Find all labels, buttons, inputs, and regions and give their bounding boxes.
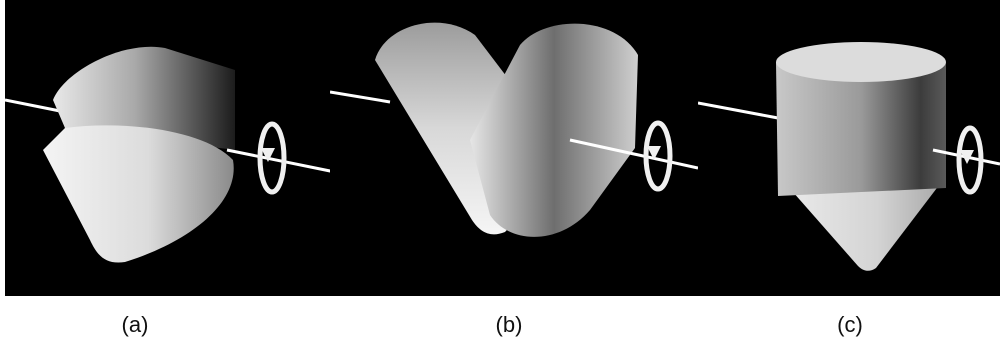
axis-line-left bbox=[330, 92, 390, 102]
cylinder-body bbox=[776, 62, 946, 196]
cone-part bbox=[43, 125, 234, 262]
panel-b-drawing bbox=[330, 0, 698, 296]
panel-c bbox=[698, 0, 1000, 296]
panel-c-drawing bbox=[698, 0, 1000, 296]
right-tilted-cylinder bbox=[470, 24, 638, 237]
axis-line-left bbox=[698, 103, 778, 118]
panel-a bbox=[5, 0, 337, 296]
caption-b: (b) bbox=[469, 312, 549, 338]
cylinder-top-face bbox=[776, 42, 946, 82]
caption-a: (a) bbox=[95, 312, 175, 338]
panel-b bbox=[330, 0, 698, 296]
caption-c: (c) bbox=[810, 312, 890, 338]
panel-a-drawing bbox=[5, 0, 337, 296]
